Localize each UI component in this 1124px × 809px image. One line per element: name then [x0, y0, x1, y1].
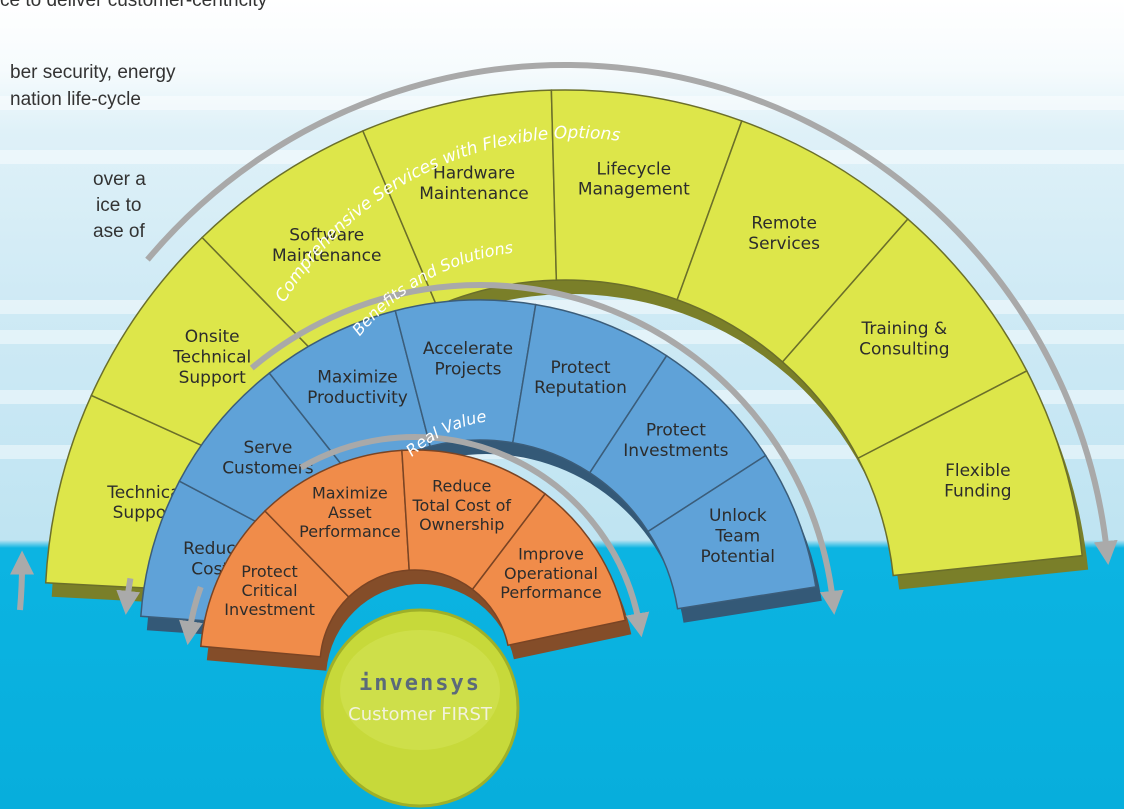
intro-line: ber security, energy — [10, 62, 176, 83]
flow-arrow — [299, 434, 650, 638]
flow-arrows — [10, 62, 1118, 646]
inner-segment — [471, 492, 627, 647]
flow-arrow — [249, 282, 844, 615]
center-tagline: Customer FIRST — [348, 704, 493, 725]
intro-line: ce to deliver customer-centricity — [0, 0, 268, 11]
intro-line: over a — [93, 169, 146, 190]
intro-line: ase of — [93, 221, 145, 242]
intro-line: nation life-cycle — [10, 89, 141, 110]
invensys-logo: invensys — [359, 671, 481, 696]
middle-segment — [646, 454, 817, 610]
center-badge: invensys Customer FIRST — [320, 608, 520, 808]
flow-arrow — [116, 577, 141, 615]
outer-segment — [857, 369, 1083, 577]
flow-arrow — [179, 585, 204, 646]
outer-segment-label: Training &Consulting — [859, 319, 949, 359]
flow-arrow — [10, 550, 35, 611]
flow-arrow — [145, 62, 1118, 565]
intro-line: ice to — [96, 195, 142, 216]
